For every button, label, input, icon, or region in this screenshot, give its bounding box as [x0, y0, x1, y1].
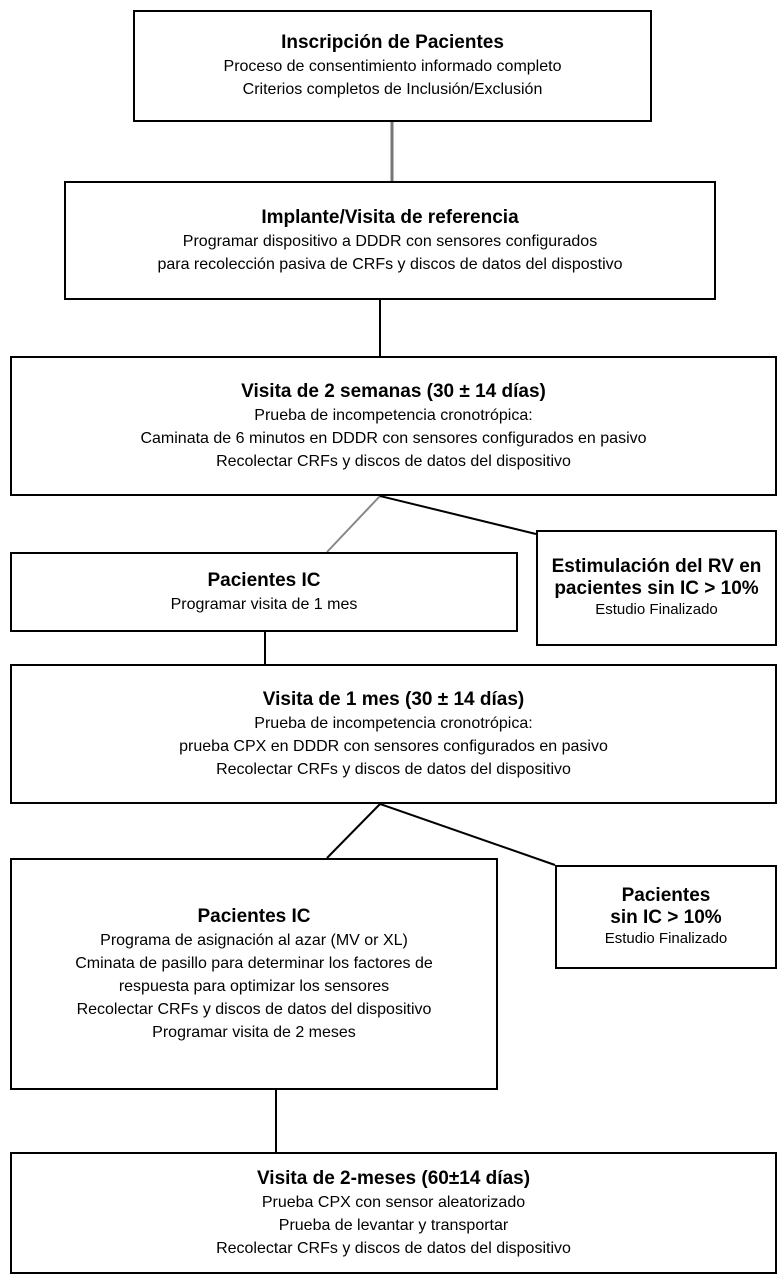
two-month-visit-box: Visita de 2-meses (60±14 días) Prueba CP…	[10, 1152, 777, 1274]
ic-patients-line: respuesta para optimizar los sensores	[118, 977, 390, 995]
two-week-visit-title: Visita de 2 semanas (30 ± 14 días)	[241, 380, 546, 402]
ic-patients-title: Pacientes IC	[197, 905, 311, 927]
two-month-visit-line: Recolectar CRFs y discos de datos del di…	[216, 1239, 571, 1257]
enrollment-box: Inscripción de Pacientes Proceso de cons…	[133, 10, 652, 122]
one-month-visit-line: Prueba de incompetencia cronotrópica:	[254, 714, 533, 732]
connector-2weeks-ic1	[326, 495, 381, 553]
two-week-visit-line: Recolectar CRFs y discos de datos del di…	[216, 452, 571, 470]
enrollment-line: Criterios completos de Inclusión/Exclusi…	[242, 81, 543, 98]
ic-patients-box-1: Pacientes IC Programar visita de 1 mes	[10, 552, 518, 632]
rv-pacing-title: pacientes sin IC > 10%	[554, 578, 759, 599]
ic-patients-line: Cminata de pasillo para determinar los f…	[75, 954, 433, 972]
no-ic-patients-title: sin IC > 10%	[610, 907, 722, 928]
connector-1month-noic	[379, 803, 556, 866]
connector-1month-ic2	[326, 803, 381, 859]
no-ic-patients-box: Pacientes sin IC > 10% Estudio Finalizad…	[555, 865, 777, 969]
one-month-visit-line: prueba CPX en DDDR con sensores configur…	[179, 737, 608, 755]
no-ic-patients-title: Pacientes	[621, 885, 711, 906]
implant-visit-title: Implante/Visita de referencia	[261, 206, 519, 228]
enrollment-title: Inscripción de Pacientes	[281, 32, 504, 53]
no-ic-patients-line: Estudio Finalizado	[604, 930, 728, 947]
two-month-visit-title: Visita de 2-meses (60±14 días)	[256, 1167, 531, 1189]
ic-patients-line: Programa de asignación al azar (MV or XL…	[100, 931, 408, 949]
connector-2weeks-rv	[379, 495, 537, 535]
rv-pacing-box: Estimulación del RV en pacientes sin IC …	[536, 530, 777, 646]
implant-visit-line: para recolección pasiva de CRFs y discos…	[157, 255, 623, 273]
ic-patients-line: Recolectar CRFs y discos de datos del di…	[76, 1000, 432, 1018]
two-week-visit-line: Caminata de 6 minutos en DDDR con sensor…	[140, 429, 647, 447]
two-week-visit-box: Visita de 2 semanas (30 ± 14 días) Prueb…	[10, 356, 777, 496]
implant-visit-line: Programar dispositivo a DDDR con sensore…	[182, 232, 598, 250]
two-week-visit-line: Prueba de incompetencia cronotrópica:	[254, 406, 533, 424]
ic-patients-box-2: Pacientes IC Programa de asignación al a…	[10, 858, 498, 1090]
one-month-visit-box: Visita de 1 mes (30 ± 14 días) Prueba de…	[10, 664, 777, 804]
one-month-visit-title: Visita de 1 mes (30 ± 14 días)	[262, 688, 525, 710]
one-month-visit-line: Recolectar CRFs y discos de datos del di…	[216, 760, 571, 778]
implant-visit-box: Implante/Visita de referencia Programar …	[64, 181, 716, 300]
ic-patients-line: Programar visita de 2 meses	[152, 1023, 356, 1041]
rv-pacing-line: Estudio Finalizado	[595, 601, 718, 618]
two-month-visit-line: Prueba CPX con sensor aleatorizado	[261, 1193, 526, 1211]
ic-patients-title: Pacientes IC	[207, 569, 321, 591]
rv-pacing-title: Estimulación del RV en	[551, 556, 762, 577]
two-month-visit-line: Prueba de levantar y transportar	[278, 1216, 509, 1234]
enrollment-line: Proceso de consentimiento informado comp…	[223, 58, 562, 75]
ic-patients-line: Programar visita de 1 mes	[170, 595, 358, 613]
